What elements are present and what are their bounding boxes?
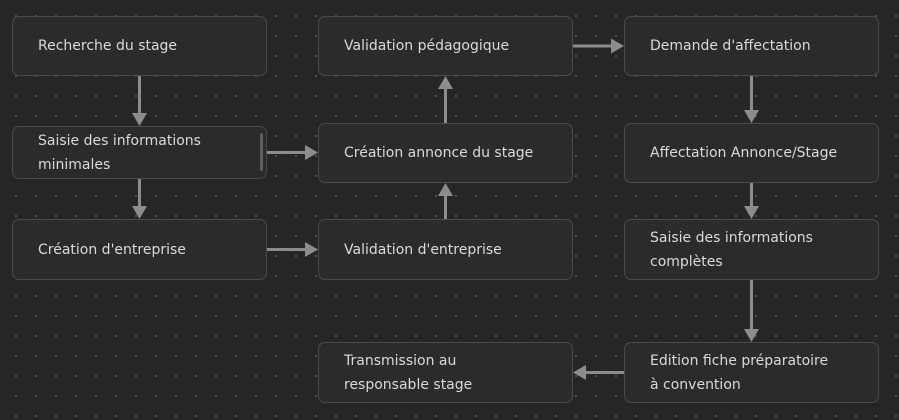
node-label-line: minimales [38,156,111,173]
node-label-line: complètes [650,253,723,270]
edge-n5-n4 [438,76,453,123]
edge-arrowhead [438,76,453,89]
node-label-line: Affectation Annonce/Stage [650,145,838,161]
node-label: Création d'entreprise [38,238,186,262]
node-validation-pedagogique[interactable]: Validation pédagogique [318,16,573,76]
edge-arrowhead [305,145,318,160]
node-edition-fiche-preparatoire[interactable]: Edition fiche préparatoire à convention [624,342,879,403]
edge-n2-n3 [132,179,147,219]
node-label: Création annonce du stage [344,141,533,165]
edge-arrowhead [744,329,759,342]
edge-arrowhead [744,110,759,123]
node-label-line: Demande d'affectation [650,38,811,54]
node-label: Saisie des informations minimales [38,129,201,177]
node-saisie-informations-completes[interactable]: Saisie des informations complètes [624,219,879,280]
edge-n4-n7 [573,38,624,54]
edge-n6-n5 [438,183,453,219]
edge-n11-n10 [573,365,624,380]
node-label-line: Transmission au [344,352,457,369]
node-label: Recherche du stage [38,34,177,58]
node-label-line: Validation d'entreprise [344,241,502,258]
node-label: Validation d'entreprise [344,238,502,262]
node-label-line: Recherche du stage [38,38,178,54]
node-validation-entreprise[interactable]: Validation d'entreprise [318,219,573,280]
edge-n2-n5 [267,145,318,160]
node-label: Edition fiche préparatoire à convention [650,349,828,397]
edge-arrowhead [438,183,453,196]
node-label-line: Edition fiche préparatoire [650,352,829,369]
edge-arrowhead [305,242,318,257]
node-label-line: Création annonce du stage [344,145,534,161]
node-label-line: à convention [650,376,741,393]
edge-n8-n9 [744,183,759,219]
edge-arrowhead [611,38,624,54]
node-label: Affectation Annonce/Stage [650,141,837,165]
edge-arrowhead [132,206,147,219]
node-label-line: Saisie des informations [38,132,201,149]
edge-arrowhead [573,365,586,380]
node-label-line: Saisie des informations [650,229,813,246]
edge-n7-n8 [744,76,759,123]
edge-arrowhead [744,206,759,219]
node-label-line: Création d'entreprise [38,241,186,258]
node-affectation-annonce-stage[interactable]: Affectation Annonce/Stage [624,123,879,183]
edge-arrowhead [132,113,147,126]
node-creation-annonce-stage[interactable]: Création annonce du stage [318,123,573,183]
node-label: Transmission au responsable stage [344,349,472,397]
node-label: Saisie des informations complètes [650,226,813,274]
edge-n1-n2 [132,76,147,126]
resize-handle[interactable] [260,133,263,171]
edge-n9-n11 [744,280,759,342]
node-label-line: responsable stage [344,376,473,393]
node-creation-entreprise[interactable]: Création d'entreprise [12,219,267,280]
edge-n3-n6 [267,242,318,257]
node-label: Demande d'affectation [650,34,811,58]
node-label-line: Validation pédagogique [344,38,510,54]
node-recherche-du-stage[interactable]: Recherche du stage [12,16,267,76]
node-saisie-informations-minimales[interactable]: Saisie des informations minimales [12,126,267,179]
node-demande-affectation[interactable]: Demande d'affectation [624,16,879,76]
node-label: Validation pédagogique [344,34,509,58]
node-transmission-responsable[interactable]: Transmission au responsable stage [318,342,573,403]
